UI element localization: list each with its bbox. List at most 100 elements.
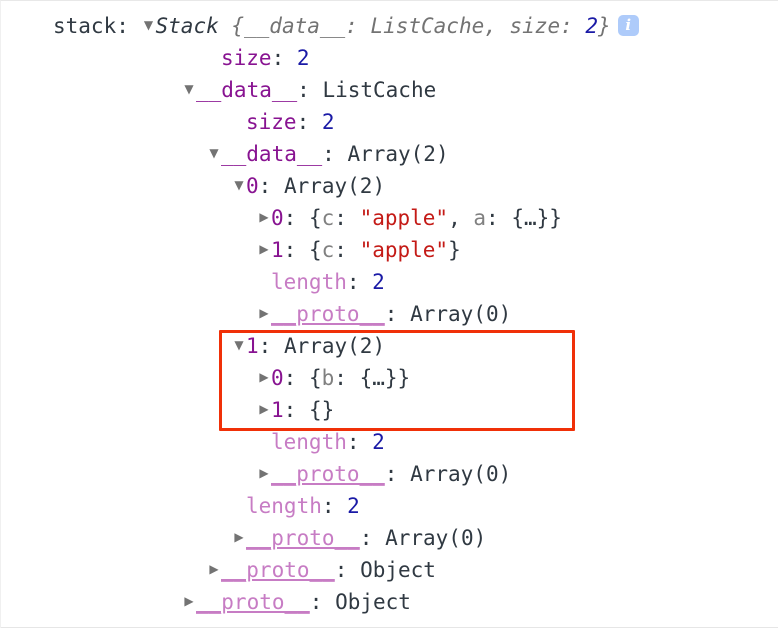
disclosure-triangle-closed-icon[interactable]: [257, 361, 271, 393]
property-key: 1: [246, 334, 259, 358]
key-value-separator: :: [334, 558, 361, 582]
property-value-part: :: [486, 206, 512, 230]
key-value-separator: :: [283, 398, 309, 422]
property-value-part: ,: [448, 206, 474, 230]
property-value-part: c: [321, 206, 335, 230]
property-value-part: {}: [308, 398, 335, 422]
property-value: 2: [372, 430, 385, 454]
disclosure-triangle-closed-icon[interactable]: [207, 553, 221, 585]
key-value-separator: :: [296, 110, 322, 134]
row-outer-proto-array[interactable]: __proto__: Array(0): [1, 522, 778, 554]
property-value: Object: [360, 558, 436, 582]
property-value: Object: [335, 590, 411, 614]
disclosure-triangle-open-icon[interactable]: [232, 169, 246, 201]
property-value-part: b: [321, 366, 335, 390]
property-key: size: [246, 110, 297, 134]
property-key: length: [271, 270, 347, 294]
key-value-separator: :: [271, 46, 297, 70]
row-data-array[interactable]: __data__: Array(2): [1, 138, 778, 170]
key-value-separator: :: [258, 334, 284, 358]
key-value-separator: :: [258, 174, 284, 198]
row-array-1-length[interactable]: length: 2: [1, 426, 778, 458]
row-array-1[interactable]: 1: Array(2): [1, 330, 778, 362]
property-key: __data__: [221, 142, 323, 166]
property-value-part: {: [308, 366, 322, 390]
preview-constructor-name: Stack: [155, 14, 219, 38]
key-value-separator: :: [384, 302, 411, 326]
disclosure-triangle-closed-icon[interactable]: [257, 201, 271, 233]
row-outer-length[interactable]: length: 2: [1, 490, 778, 522]
property-value: Array(0): [410, 462, 512, 486]
key-value-separator: :: [322, 142, 348, 166]
row-array-1-0[interactable]: 0: {b: {…}}: [1, 362, 778, 394]
key-value-separator: :: [283, 366, 309, 390]
property-value-part: {: [308, 206, 322, 230]
property-value-part: {…}}: [359, 366, 411, 390]
property-key: 1: [271, 398, 284, 422]
row-array-0-proto[interactable]: __proto__: Array(0): [1, 298, 778, 330]
disclosure-triangle-closed-icon[interactable]: [257, 457, 271, 489]
object-preview: Stack {__data__: ListCache, size: 2}: [156, 14, 611, 38]
property-value-part: c: [321, 238, 335, 262]
property-key: __proto__: [271, 302, 385, 326]
property-value: Array(2): [283, 334, 386, 358]
row-stack-proto[interactable]: __proto__: Object: [1, 586, 778, 618]
row-array-0[interactable]: 0: Array(2): [1, 170, 778, 202]
row-array-0-0[interactable]: 0: {c: "apple", a: {…}}: [1, 202, 778, 234]
property-key: size: [221, 46, 272, 70]
property-value-part: :: [334, 366, 360, 390]
row-data-listcache[interactable]: __data__: ListCache: [1, 74, 778, 106]
property-value-part: :: [334, 206, 360, 230]
preview-size-value: 2: [585, 14, 599, 38]
property-key: __proto__: [196, 590, 310, 614]
property-value-part: "apple": [359, 238, 449, 262]
row-size-1[interactable]: size: 2: [1, 42, 778, 74]
root-label: stack:: [53, 14, 129, 38]
property-value: Array(0): [385, 526, 487, 550]
row-array-1-1[interactable]: 1: {}: [1, 394, 778, 426]
object-tree: stack: Stack {__data__: ListCache, size:…: [1, 10, 778, 618]
disclosure-triangle-closed-icon[interactable]: [257, 393, 271, 425]
property-value-part: {: [308, 238, 322, 262]
key-value-separator: :: [346, 430, 373, 454]
property-value-part: a: [473, 206, 487, 230]
key-value-separator: :: [309, 590, 336, 614]
key-value-separator: :: [283, 206, 309, 230]
row-size-2[interactable]: size: 2: [1, 106, 778, 138]
row-array-1-proto[interactable]: __proto__: Array(0): [1, 458, 778, 490]
preview-body-after: }: [598, 14, 611, 38]
property-value: 2: [347, 494, 360, 518]
property-value: 2: [321, 110, 335, 134]
disclosure-triangle-open-icon[interactable]: [207, 137, 221, 169]
row-stack-root[interactable]: stack: Stack {__data__: ListCache, size:…: [1, 10, 778, 42]
disclosure-triangle-closed-icon[interactable]: [257, 233, 271, 265]
property-key: __proto__: [221, 558, 335, 582]
property-key: 1: [271, 238, 284, 262]
disclosure-triangle-closed-icon[interactable]: [182, 585, 196, 617]
info-icon[interactable]: i: [617, 14, 639, 36]
key-value-separator: :: [321, 494, 348, 518]
row-array-0-1[interactable]: 1: {c: "apple"}: [1, 234, 778, 266]
key-value-separator: :: [346, 270, 373, 294]
property-key: length: [246, 494, 322, 518]
property-value: ListCache: [322, 78, 437, 102]
disclosure-triangle-open-icon[interactable]: [232, 329, 246, 361]
property-key: length: [271, 430, 347, 454]
property-key: 0: [271, 366, 284, 390]
property-value: Array(2): [283, 174, 386, 198]
property-key: 0: [271, 206, 284, 230]
key-value-separator: :: [297, 78, 323, 102]
key-value-separator: :: [384, 462, 411, 486]
key-value-separator: :: [359, 526, 386, 550]
disclosure-triangle-closed-icon[interactable]: [232, 521, 246, 553]
property-key: __data__: [196, 78, 298, 102]
row-listcache-proto[interactable]: __proto__: Object: [1, 554, 778, 586]
disclosure-triangle-closed-icon[interactable]: [257, 297, 271, 329]
key-value-separator: :: [283, 238, 309, 262]
property-value: 2: [372, 270, 385, 294]
row-array-0-length[interactable]: length: 2: [1, 266, 778, 298]
disclosure-triangle-open-icon[interactable]: [182, 73, 196, 105]
disclosure-triangle-open-icon[interactable]: [142, 9, 156, 41]
property-value-part: :: [334, 238, 360, 262]
